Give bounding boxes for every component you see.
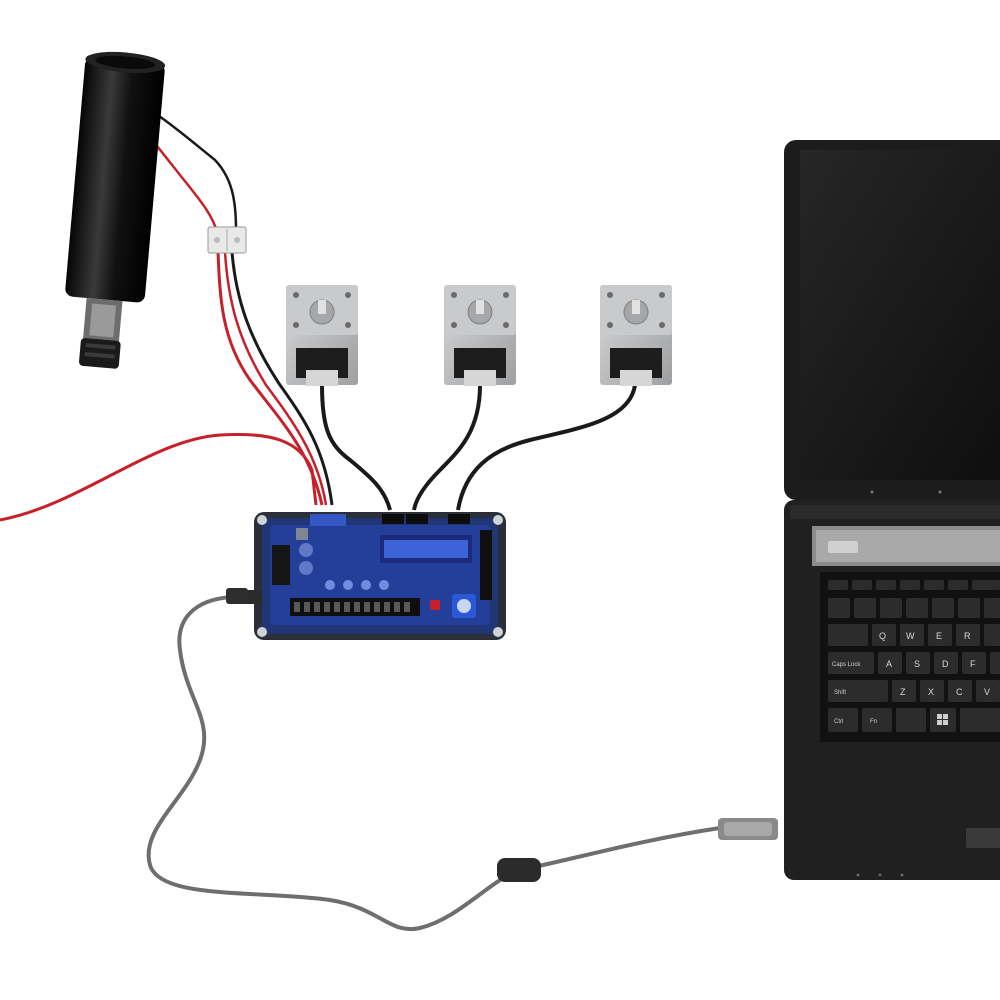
key-x: X xyxy=(928,687,934,697)
stepper-z xyxy=(600,285,672,386)
usb-cable xyxy=(146,594,721,932)
key-caps-lock: Caps Lock xyxy=(832,662,861,668)
key-d: D xyxy=(942,659,949,669)
keyboard-row-qwer: Q W E R xyxy=(828,624,1000,646)
key-z: Z xyxy=(900,687,906,697)
keyboard-row-bottom: Ctrl Fn xyxy=(828,708,1000,732)
usb-plug-laptop xyxy=(718,818,778,840)
key-w: W xyxy=(906,631,915,641)
key-q: Q xyxy=(879,631,886,641)
windows-key-icon xyxy=(937,714,948,725)
stepper-cable-y xyxy=(412,384,482,511)
stepper-cable-z xyxy=(456,384,637,511)
key-f: F xyxy=(970,659,976,669)
stepper-y xyxy=(444,285,516,386)
usb-plug-board xyxy=(226,588,248,604)
cnc-controller-board xyxy=(244,512,506,640)
power-red-wire-left xyxy=(0,432,318,522)
key-fn: Fn xyxy=(870,719,877,725)
keyboard-row-zxcv: Shift Z X C V xyxy=(828,680,1000,702)
key-v: V xyxy=(984,687,990,697)
key-ctrl: Ctrl xyxy=(834,719,843,725)
key-r: R xyxy=(964,631,971,641)
usb-ferrite-bead xyxy=(497,858,541,882)
key-s: S xyxy=(914,659,920,669)
spindle-motor xyxy=(65,51,166,369)
stepper-cable-x xyxy=(320,384,392,511)
key-c: C xyxy=(956,687,963,697)
stepper-x xyxy=(286,285,358,386)
keyboard-row-asdf: Caps Lock A S D F xyxy=(828,652,1000,674)
key-shift: Shift xyxy=(834,690,846,696)
key-e: E xyxy=(936,631,942,641)
laptop: Q W E R Caps Lock A S D F Shift Z xyxy=(784,140,1000,880)
wire-connector-block xyxy=(207,226,247,254)
key-a: A xyxy=(886,659,892,669)
